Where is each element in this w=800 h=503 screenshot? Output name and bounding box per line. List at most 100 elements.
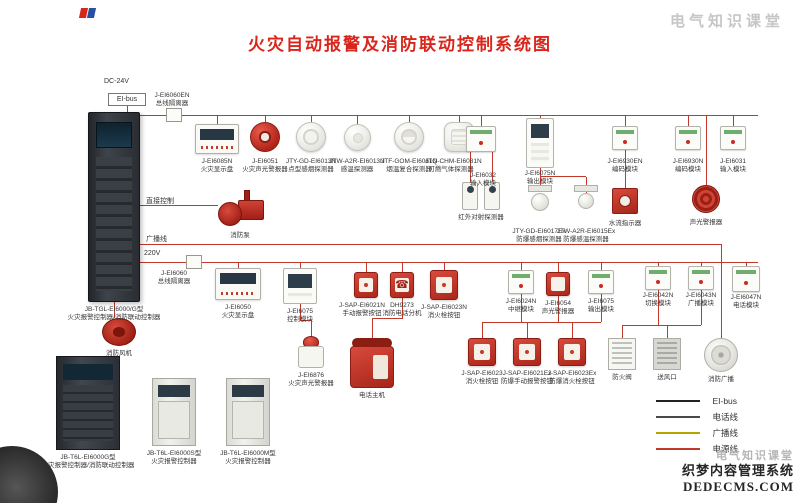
wire-segment bbox=[300, 320, 312, 321]
ex-hydrant-button bbox=[558, 338, 586, 366]
wire-segment bbox=[527, 322, 528, 338]
control-module-box bbox=[283, 268, 317, 304]
air-supply-vent bbox=[653, 338, 681, 370]
wire-segment bbox=[311, 320, 312, 338]
watermark-bottom: 电气知识课堂 织梦内容管理系统 DEDECMS.COM bbox=[604, 450, 794, 494]
wire-segment bbox=[470, 152, 471, 182]
watermark-top: 电气知识课堂 bbox=[669, 13, 784, 30]
wire-segment bbox=[372, 318, 373, 340]
legend-row: 电话线 bbox=[656, 408, 786, 424]
wire-segment bbox=[572, 322, 573, 338]
fire-telephone-handset bbox=[352, 338, 392, 348]
legend: EI-bus 电话线 广播线 电源线 bbox=[656, 392, 786, 456]
relay-module bbox=[508, 270, 534, 294]
beam-detector-receiver bbox=[484, 182, 500, 210]
broadcast-line-label: 广播线 bbox=[146, 236, 167, 243]
wire-segment bbox=[706, 115, 707, 185]
fire-pump-body bbox=[238, 200, 264, 220]
wire-segment bbox=[357, 115, 358, 124]
wire-segment bbox=[658, 290, 659, 325]
dc24v-label: DC-24V bbox=[104, 78, 129, 85]
controller-cabinet-large-label: JB-T6L-EI6000G型火灾报警控制器/消防联动控制器 bbox=[41, 454, 135, 470]
legend-line-phone bbox=[656, 415, 700, 418]
alarm-horn-label: 声光警报器 bbox=[689, 219, 723, 226]
fire-alarm-control-cabinet bbox=[88, 112, 140, 302]
wire-segment bbox=[540, 115, 541, 118]
wire-segment bbox=[688, 115, 689, 126]
ex-smoke-detector bbox=[531, 193, 549, 211]
fire-display-panel bbox=[195, 124, 239, 154]
fire-telephone-main bbox=[350, 346, 394, 388]
broadcast-module bbox=[688, 266, 714, 290]
fire-display-panel-2 bbox=[215, 268, 261, 300]
telephone-module bbox=[732, 266, 760, 292]
controller-cabinet-large bbox=[56, 356, 120, 450]
wire-segment bbox=[444, 262, 445, 270]
wire-segment bbox=[311, 115, 312, 122]
beam-detector-transmitter bbox=[462, 182, 478, 210]
wire-segment bbox=[127, 106, 128, 112]
bus-isolator-top bbox=[166, 108, 182, 122]
fire-fan bbox=[102, 318, 136, 346]
legend-row: 电源线 bbox=[656, 440, 786, 456]
wire-segment bbox=[721, 244, 722, 338]
wire-segment bbox=[366, 262, 367, 272]
wire-segment bbox=[558, 296, 559, 322]
fire-pump-label: 消防泵 bbox=[230, 232, 250, 239]
legend-row: EI-bus bbox=[656, 392, 786, 408]
switch-module bbox=[645, 266, 671, 290]
wire-segment bbox=[482, 322, 483, 338]
wire-segment bbox=[140, 115, 758, 116]
legend-line-broadcast bbox=[656, 431, 700, 434]
sounder-module bbox=[546, 272, 570, 296]
fire-damper-label: 防火阀 bbox=[612, 374, 632, 381]
watermark-brand: 电气知识课堂 bbox=[716, 450, 794, 462]
beam-detector-label: 红外对射探测器 bbox=[458, 214, 504, 221]
brand-logo-icon bbox=[80, 6, 96, 20]
eibus-tag: EI-bus bbox=[108, 93, 146, 106]
wire-segment bbox=[238, 262, 239, 268]
bus-isolator-mid bbox=[186, 255, 202, 269]
controller-cabinet-m-label: JB-T6L-EI6000M型火灾报警控制器 bbox=[220, 450, 276, 466]
wire-segment bbox=[601, 262, 602, 270]
alarm-horn bbox=[692, 185, 720, 213]
direct-control-label: 直接控制 bbox=[146, 198, 174, 205]
fire-damper bbox=[608, 338, 636, 370]
encode-module-2 bbox=[675, 126, 701, 150]
manual-call-point bbox=[354, 272, 378, 298]
wire-segment bbox=[658, 262, 659, 266]
wire-segment bbox=[733, 115, 734, 126]
wire-segment bbox=[625, 115, 626, 126]
waterflow-indicator bbox=[612, 188, 638, 214]
wire-segment bbox=[540, 168, 541, 192]
wire-segment bbox=[265, 115, 266, 122]
air-supply-vent-label: 送风口 bbox=[657, 374, 677, 381]
fire-sounder-strobe bbox=[250, 122, 280, 152]
legend-label: 广播线 bbox=[712, 427, 738, 438]
sounder-beacon bbox=[298, 346, 324, 368]
wire-segment bbox=[492, 152, 493, 182]
wire-segment bbox=[625, 150, 626, 188]
wire-segment bbox=[481, 115, 482, 126]
wire-segment bbox=[300, 304, 301, 321]
output-module-2 bbox=[588, 270, 614, 294]
ex-manual-call-point bbox=[513, 338, 541, 366]
controller-cabinet-m bbox=[226, 378, 270, 446]
